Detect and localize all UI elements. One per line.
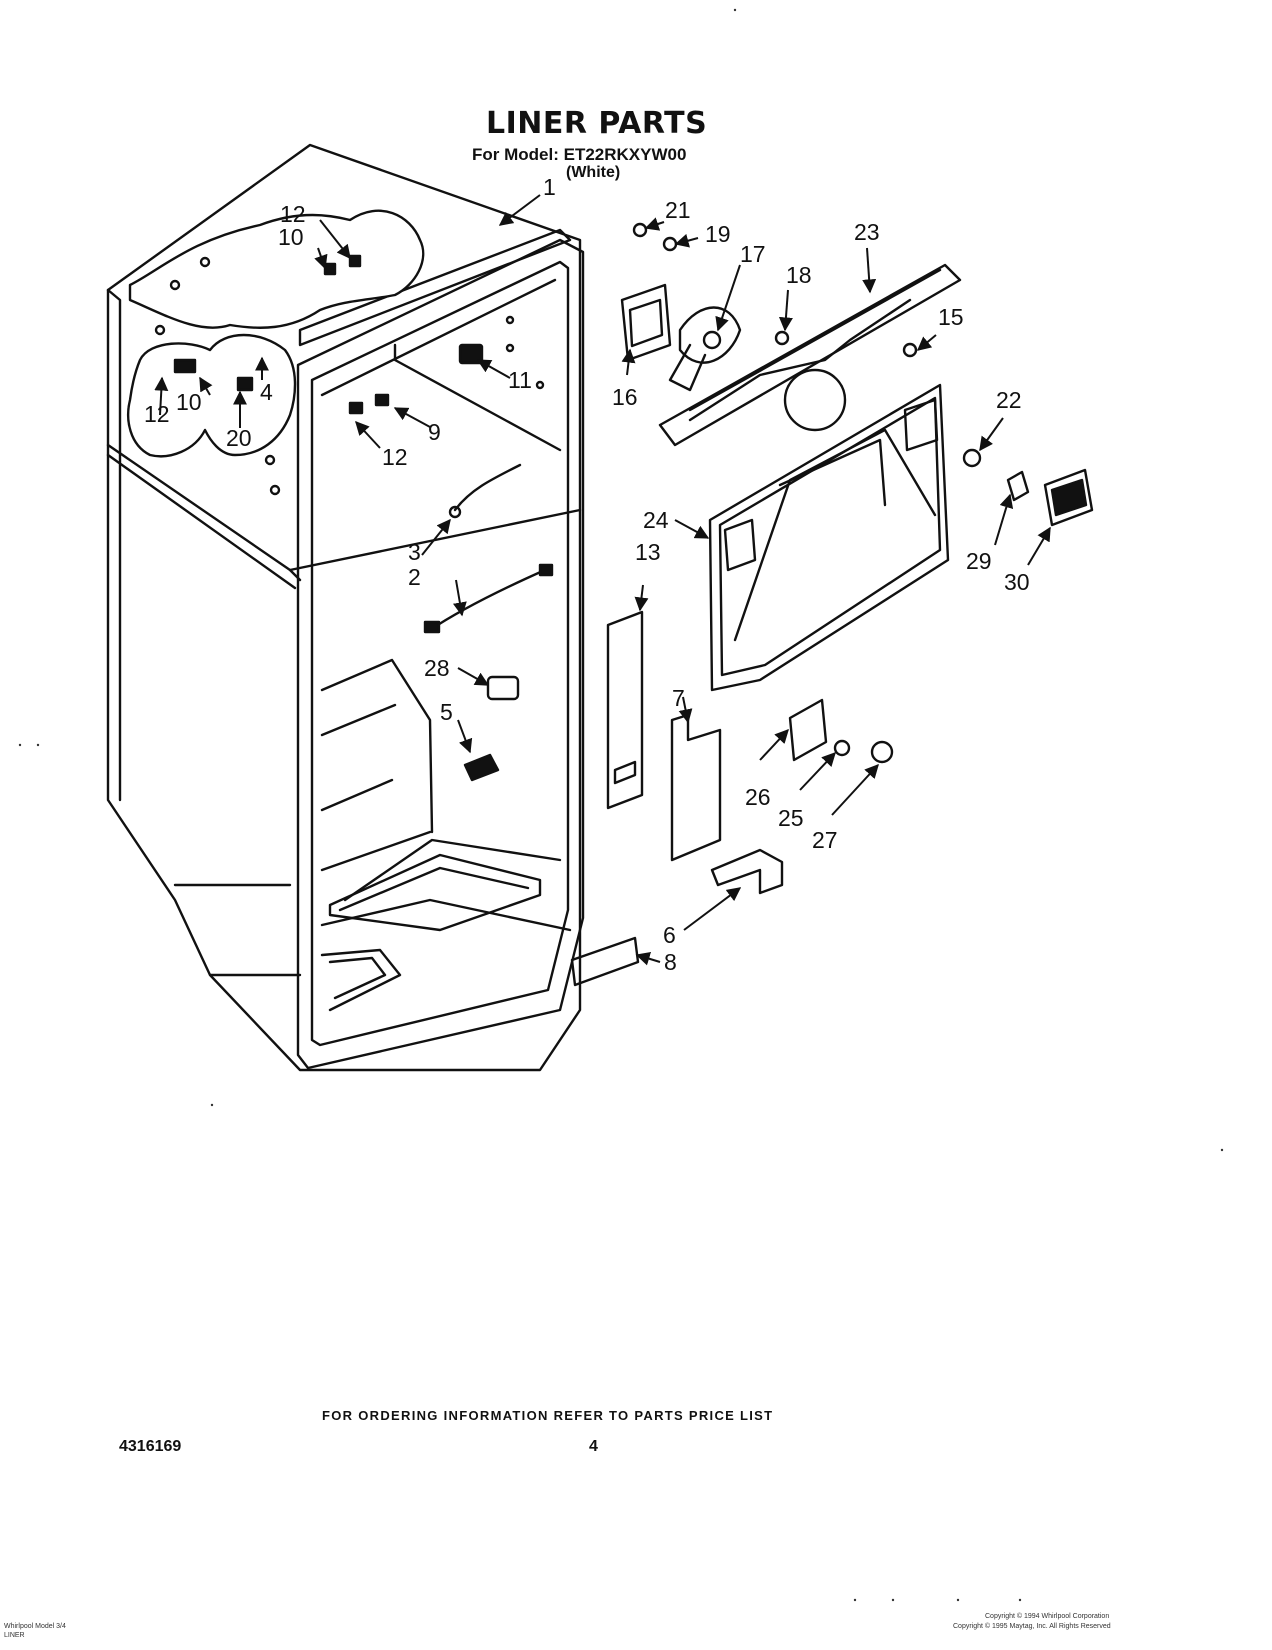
page-title: LINER PARTS (486, 106, 708, 141)
scan-marks (18, 8, 1224, 1602)
callout-25: 25 (778, 805, 804, 831)
part-15-screw (902, 342, 918, 358)
part-22-thermostat (962, 448, 982, 468)
callout-5: 5 (440, 699, 453, 725)
copyright-line-2: Copyright © 1995 Maytag, Inc. All Rights… (953, 1623, 1111, 1630)
part-25-screw (833, 739, 851, 757)
fine-print-left-1: Whirlpool Model 3/4 (4, 1623, 66, 1630)
callout-18: 18 (786, 262, 812, 288)
color-note: (White) (566, 164, 621, 181)
part-23-shroud (658, 263, 962, 447)
part-30-control (1043, 468, 1094, 527)
part-28-switch (486, 675, 520, 701)
callout-23: 23 (854, 219, 880, 245)
callout-12a: 12 (280, 201, 306, 227)
part-6-bracket (710, 848, 784, 895)
cabinet-liner (106, 143, 585, 1072)
callout-29: 29 (966, 548, 992, 574)
callout-11: 11 (508, 367, 532, 393)
callout-7: 7 (672, 685, 685, 711)
part-21-screw (632, 222, 648, 238)
callout-3: 3 (408, 539, 421, 565)
callout-17: 17 (740, 241, 766, 267)
part-18-screw (774, 330, 790, 346)
callout-10b: 10 (278, 224, 304, 250)
part-26-plate (788, 698, 828, 762)
fan-motor-assembly (620, 283, 742, 392)
callout-6: 6 (663, 922, 676, 948)
part-29-shaft (1006, 470, 1030, 502)
callout-26: 26 (745, 784, 771, 810)
callout-30: 30 (1004, 569, 1030, 595)
callout-10a: 10 (176, 389, 202, 415)
copyright-line-1: Copyright © 1994 Whirlpool Corporation (985, 1613, 1110, 1620)
part-5-bracket (463, 753, 500, 782)
part-19-washer (662, 236, 678, 252)
part-24-cover (708, 383, 950, 692)
callout-13: 13 (635, 539, 661, 565)
callout-21: 21 (665, 197, 691, 223)
part-13-strip (606, 610, 644, 810)
callout-20: 20 (226, 425, 252, 451)
callout-8: 8 (664, 949, 677, 975)
model-line: For Model: ET22RKXYW00 (472, 145, 687, 164)
callout-9: 9 (428, 419, 441, 445)
callout-15: 15 (938, 304, 964, 330)
fine-print-left-2: LINER (4, 1632, 25, 1639)
callout-labels: 1 2 3 4 5 6 7 8 9 10 10 11 12 12 12 13 1… (144, 174, 1030, 975)
callout-24: 24 (643, 507, 669, 533)
callout-12c: 12 (382, 444, 408, 470)
callout-22: 22 (996, 387, 1022, 413)
callout-4: 4 (260, 379, 273, 405)
document-part-number: 4316169 (119, 1438, 182, 1455)
callout-12b: 12 (144, 401, 170, 427)
callout-28: 28 (424, 655, 450, 681)
callout-19: 19 (705, 221, 731, 247)
part-27-cap (870, 740, 894, 764)
callout-2: 2 (408, 564, 421, 590)
ordering-note: FOR ORDERING INFORMATION REFER TO PARTS … (322, 1408, 774, 1423)
callout-27: 27 (812, 827, 838, 853)
callout-1: 1 (543, 174, 556, 200)
wire-harness (423, 463, 554, 634)
callout-16: 16 (612, 384, 638, 410)
page-number: 4 (589, 1438, 598, 1455)
part-7-panel (670, 713, 722, 862)
part-8-strip (570, 936, 640, 987)
